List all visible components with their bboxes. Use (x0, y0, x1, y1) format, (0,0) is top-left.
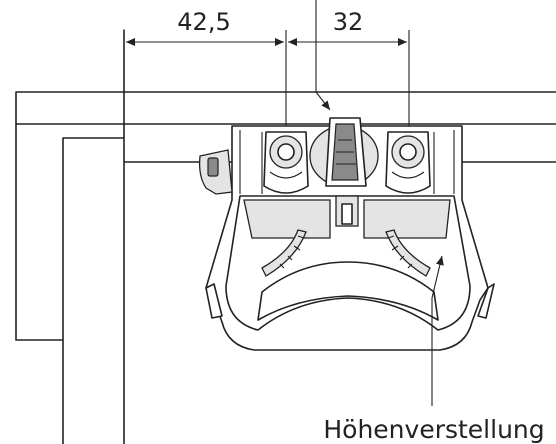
dimension-label-left: 42,5 (177, 8, 230, 36)
left-adjustment-arc (261, 229, 307, 277)
dimension-label-right: 32 (333, 8, 364, 36)
height-adjustment-label: Höhenverstellung (323, 415, 544, 444)
adjustment-knob (309, 117, 379, 187)
top-leader-line (315, 0, 331, 111)
adjustment-leader-line (431, 255, 444, 406)
right-adjustment-arc (385, 229, 431, 277)
left-screw-boss (263, 131, 309, 194)
right-screw-boss (385, 131, 431, 194)
